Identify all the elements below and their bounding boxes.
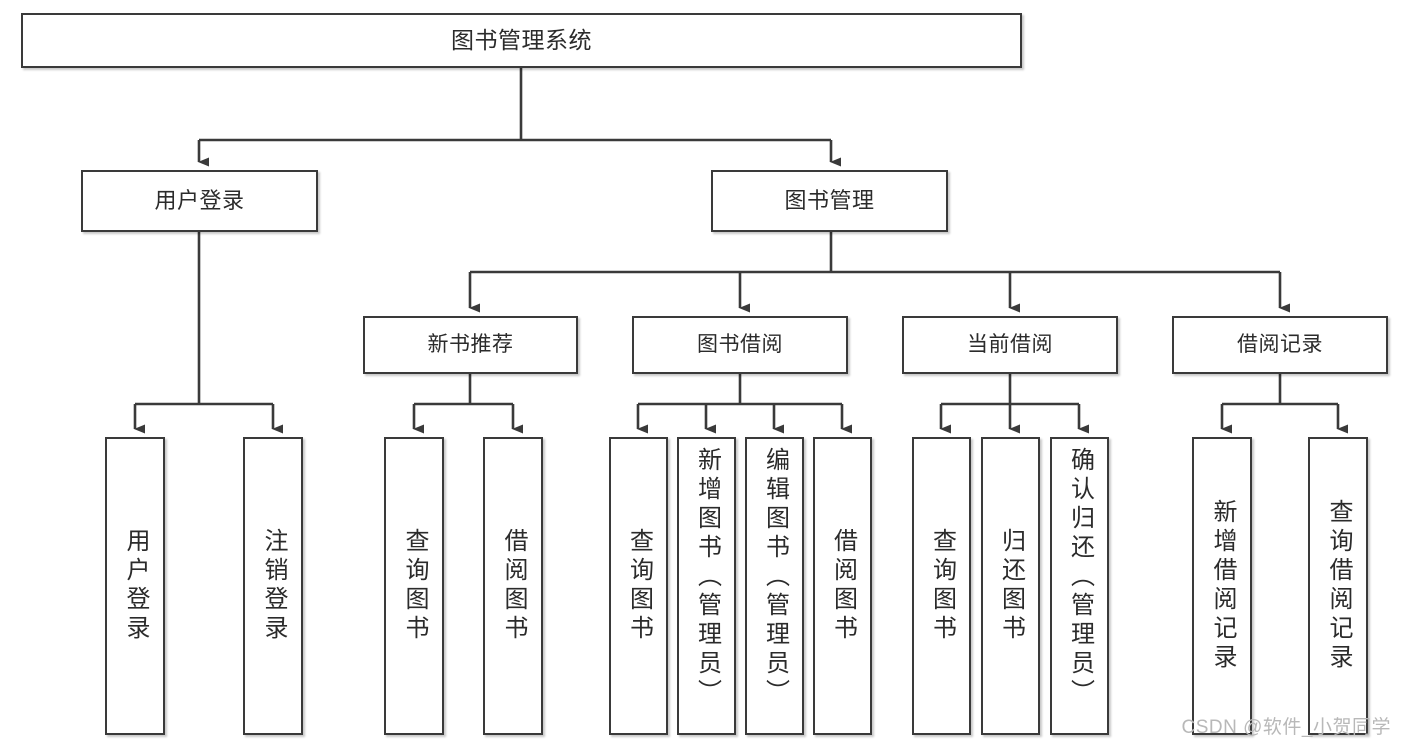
node-leaf-confirm-return-admin[interactable]: 确认归还（管理员） bbox=[1050, 437, 1109, 735]
node-leaf-borrow-book-label: 借阅图书 bbox=[829, 528, 857, 644]
watermark: CSDN @软件_小贺同学 bbox=[1181, 717, 1391, 738]
node-leaf-borrow-book[interactable]: 借阅图书 bbox=[813, 437, 872, 735]
node-root-system[interactable]: 图书管理系统 bbox=[21, 13, 1022, 68]
node-leaf-confirm-return-admin-label: 确认归还（管理员） bbox=[1066, 447, 1094, 708]
node-leaf-query-book-current[interactable]: 查询图书 bbox=[912, 437, 971, 735]
node-leaf-return-book-label: 归还图书 bbox=[997, 528, 1025, 644]
node-leaf-user-login-label: 用户登录 bbox=[122, 528, 149, 644]
node-new-book-recommend[interactable]: 新书推荐 bbox=[363, 316, 578, 374]
node-leaf-query-book[interactable]: 查询图书 bbox=[609, 437, 668, 735]
node-leaf-user-login[interactable]: 用户登录 bbox=[105, 437, 165, 735]
node-leaf-add-book-admin[interactable]: 新增图书（管理员） bbox=[677, 437, 736, 735]
node-root-system-label: 图书管理系统 bbox=[451, 26, 592, 53]
node-book-manage-label: 图书管理 bbox=[784, 188, 875, 214]
node-leaf-edit-book-admin-label: 编辑图书（管理员） bbox=[761, 447, 789, 708]
node-leaf-query-borrow-record[interactable]: 查询借阅记录 bbox=[1308, 437, 1368, 735]
node-leaf-add-borrow-record[interactable]: 新增借阅记录 bbox=[1192, 437, 1252, 735]
node-borrow-record[interactable]: 借阅记录 bbox=[1172, 316, 1388, 374]
node-leaf-borrow-book-recommend[interactable]: 借阅图书 bbox=[483, 437, 543, 735]
node-leaf-query-book-label: 查询图书 bbox=[625, 528, 653, 644]
node-book-borrow[interactable]: 图书借阅 bbox=[632, 316, 848, 374]
node-leaf-logout[interactable]: 注销登录 bbox=[243, 437, 303, 735]
node-leaf-edit-book-admin[interactable]: 编辑图书（管理员） bbox=[745, 437, 804, 735]
node-user-login[interactable]: 用户登录 bbox=[81, 170, 318, 232]
node-leaf-return-book[interactable]: 归还图书 bbox=[981, 437, 1040, 735]
node-leaf-query-borrow-record-label: 查询借阅记录 bbox=[1325, 499, 1352, 673]
node-leaf-add-borrow-record-label: 新增借阅记录 bbox=[1209, 499, 1236, 673]
node-current-borrow-label: 当前借阅 bbox=[967, 332, 1053, 356]
node-leaf-add-book-admin-label: 新增图书（管理员） bbox=[693, 447, 721, 708]
node-leaf-query-book-recommend-label: 查询图书 bbox=[401, 528, 428, 644]
node-leaf-logout-label: 注销登录 bbox=[260, 528, 287, 644]
node-borrow-record-label: 借阅记录 bbox=[1237, 332, 1323, 356]
node-leaf-borrow-book-recommend-label: 借阅图书 bbox=[500, 528, 527, 644]
node-book-manage[interactable]: 图书管理 bbox=[711, 170, 948, 232]
node-current-borrow[interactable]: 当前借阅 bbox=[902, 316, 1118, 374]
node-leaf-query-book-current-label: 查询图书 bbox=[928, 528, 956, 644]
node-leaf-query-book-recommend[interactable]: 查询图书 bbox=[384, 437, 444, 735]
node-book-borrow-label: 图书借阅 bbox=[697, 332, 783, 356]
node-new-book-recommend-label: 新书推荐 bbox=[427, 332, 514, 356]
node-user-login-label: 用户登录 bbox=[154, 188, 245, 214]
